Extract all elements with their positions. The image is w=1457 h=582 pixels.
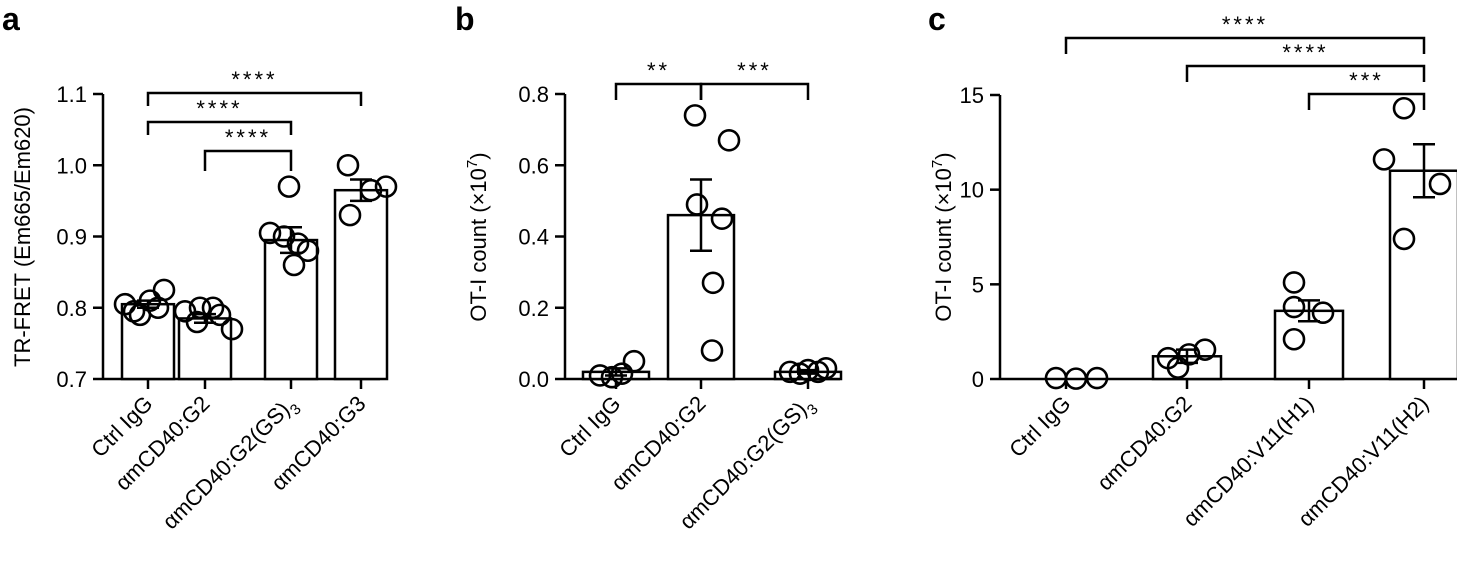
panel-a-y-tick-label: 0.9	[56, 225, 87, 250]
panel-c-significance-bracket	[1064, 36, 1426, 54]
panel-a-y-tick-label: 1.0	[56, 153, 87, 178]
panel-b-data-point	[600, 365, 624, 389]
panel-b-data-point	[814, 357, 838, 380]
panel-a-significance-label: ****	[225, 125, 271, 150]
panel-b-y-tick-label: 0.8	[518, 82, 549, 107]
panel-a-significance-label: ****	[196, 96, 242, 121]
panel-a-significance-bracket	[146, 120, 293, 135]
panel-b-data-point	[701, 271, 725, 295]
panel-b-y-tick-label: 0.6	[518, 153, 549, 178]
panel-b-data-point	[685, 193, 709, 216]
panel-b-data-point	[796, 358, 820, 382]
panel-a-data-point	[374, 175, 398, 198]
panel-c-significance-label: ***	[1349, 68, 1384, 93]
panel-b-significance-label: **	[647, 58, 670, 83]
panel-a-significance-label: ****	[231, 67, 277, 92]
panel-b-data-point	[588, 364, 612, 387]
panel-b-data-point	[622, 349, 646, 373]
panel-a-bar	[333, 188, 389, 381]
panel-b-plot: 0.0 0.2 0.4 0.6 0.8OT-I count (×107) Ctrl IgG…	[464, 58, 843, 538]
panel-a-plot: 0.70.80.91.01.1TR-FRET (Em665/Em620)Ctrl…	[10, 67, 398, 538]
panel-b-significance-bracket	[699, 82, 810, 100]
panel-b-data-point	[710, 207, 734, 230]
panel-a-data-point	[185, 310, 209, 334]
panel-a-data-point	[282, 253, 306, 277]
panel-b-significance-label: ***	[737, 58, 772, 83]
panel-a-data-point	[336, 153, 360, 177]
panel-c-data-point	[1428, 172, 1452, 196]
panel-a-data-point	[258, 221, 282, 245]
panel-c-significance-label: ****	[1282, 40, 1328, 65]
panel-c-significance-label: ****	[1222, 12, 1268, 37]
panel-a-significance-bracket	[203, 149, 293, 171]
panel-c-significance-bracket	[1307, 92, 1426, 110]
panel-c-data-point	[1193, 338, 1217, 361]
panel-a-data-point	[359, 178, 383, 202]
panel-a-y-tick-label: 0.8	[56, 296, 87, 321]
panel-a-data-point	[277, 175, 301, 198]
panel-c-category-label: αmCD40:G2	[1092, 391, 1196, 495]
panel-b-data-point	[778, 360, 802, 384]
panel-c-data-point	[1392, 227, 1416, 251]
panel-letter-a: a	[2, 1, 20, 37]
panel-c-data-point	[1372, 148, 1396, 171]
panel-b-data-point	[683, 104, 707, 127]
panel-c-data-point	[1177, 343, 1201, 366]
panel-b-y-tick-label: 0.0	[518, 367, 549, 392]
panel-a-y-tick-label: 0.7	[56, 367, 87, 392]
panel-c-data-point	[1282, 327, 1306, 351]
panel-a-y-axis-label: TR-FRET (Em665/Em620)	[10, 107, 35, 367]
panel-a-data-point	[188, 296, 212, 320]
panel-a-data-point	[128, 303, 152, 327]
panel-a-significance-bracket	[146, 91, 363, 106]
panel-c-bar	[1388, 169, 1457, 381]
panel-a-data-point	[220, 317, 244, 341]
panel-c-data-point	[1311, 301, 1335, 325]
panel-b-category-label: Ctrl IgG	[554, 391, 625, 462]
panel-c-data-point	[1166, 356, 1190, 379]
panel-c-data-point	[1282, 271, 1306, 294]
panel-a-data-point	[338, 203, 362, 227]
panel-c-data-point	[1392, 96, 1416, 120]
panel-letter-c: c	[928, 1, 946, 37]
panel-c-data-point	[1282, 295, 1306, 319]
panel-b-y-tick-label: 0.2	[518, 296, 549, 321]
panel-b-data-point	[717, 129, 741, 152]
panel-a-data-point	[296, 239, 320, 263]
panel-letter-b: b	[455, 1, 475, 37]
panel-b-data-point	[610, 362, 634, 385]
panel-c-y-axis-label: OT-I count (×107)	[929, 152, 956, 321]
panel-c-y-tick-label: 0	[972, 367, 984, 392]
panel-c-significance-bracket	[1185, 64, 1426, 82]
panel-b-y-tick-label: 0.4	[518, 225, 549, 250]
panel-c-data-point	[1085, 366, 1109, 390]
panel-b-y-axis-label: OT-I count (×107)	[464, 152, 491, 321]
panel-a-y-tick-label: 1.1	[56, 82, 87, 107]
panel-a-data-point	[208, 303, 232, 327]
panel-b-data-point	[700, 339, 724, 362]
panel-c-y-tick-label: 5	[972, 272, 984, 297]
panel-a-data-point	[201, 296, 225, 320]
panel-a-data-point	[152, 278, 176, 302]
panel-c-y-tick-label: 10	[960, 178, 984, 203]
panel-b-significance-bracket	[614, 82, 703, 100]
panel-c-category-label: Ctrl IgG	[1004, 391, 1075, 462]
panel-a-data-point	[272, 225, 296, 248]
panel-c-y-tick-label: 15	[960, 83, 984, 108]
